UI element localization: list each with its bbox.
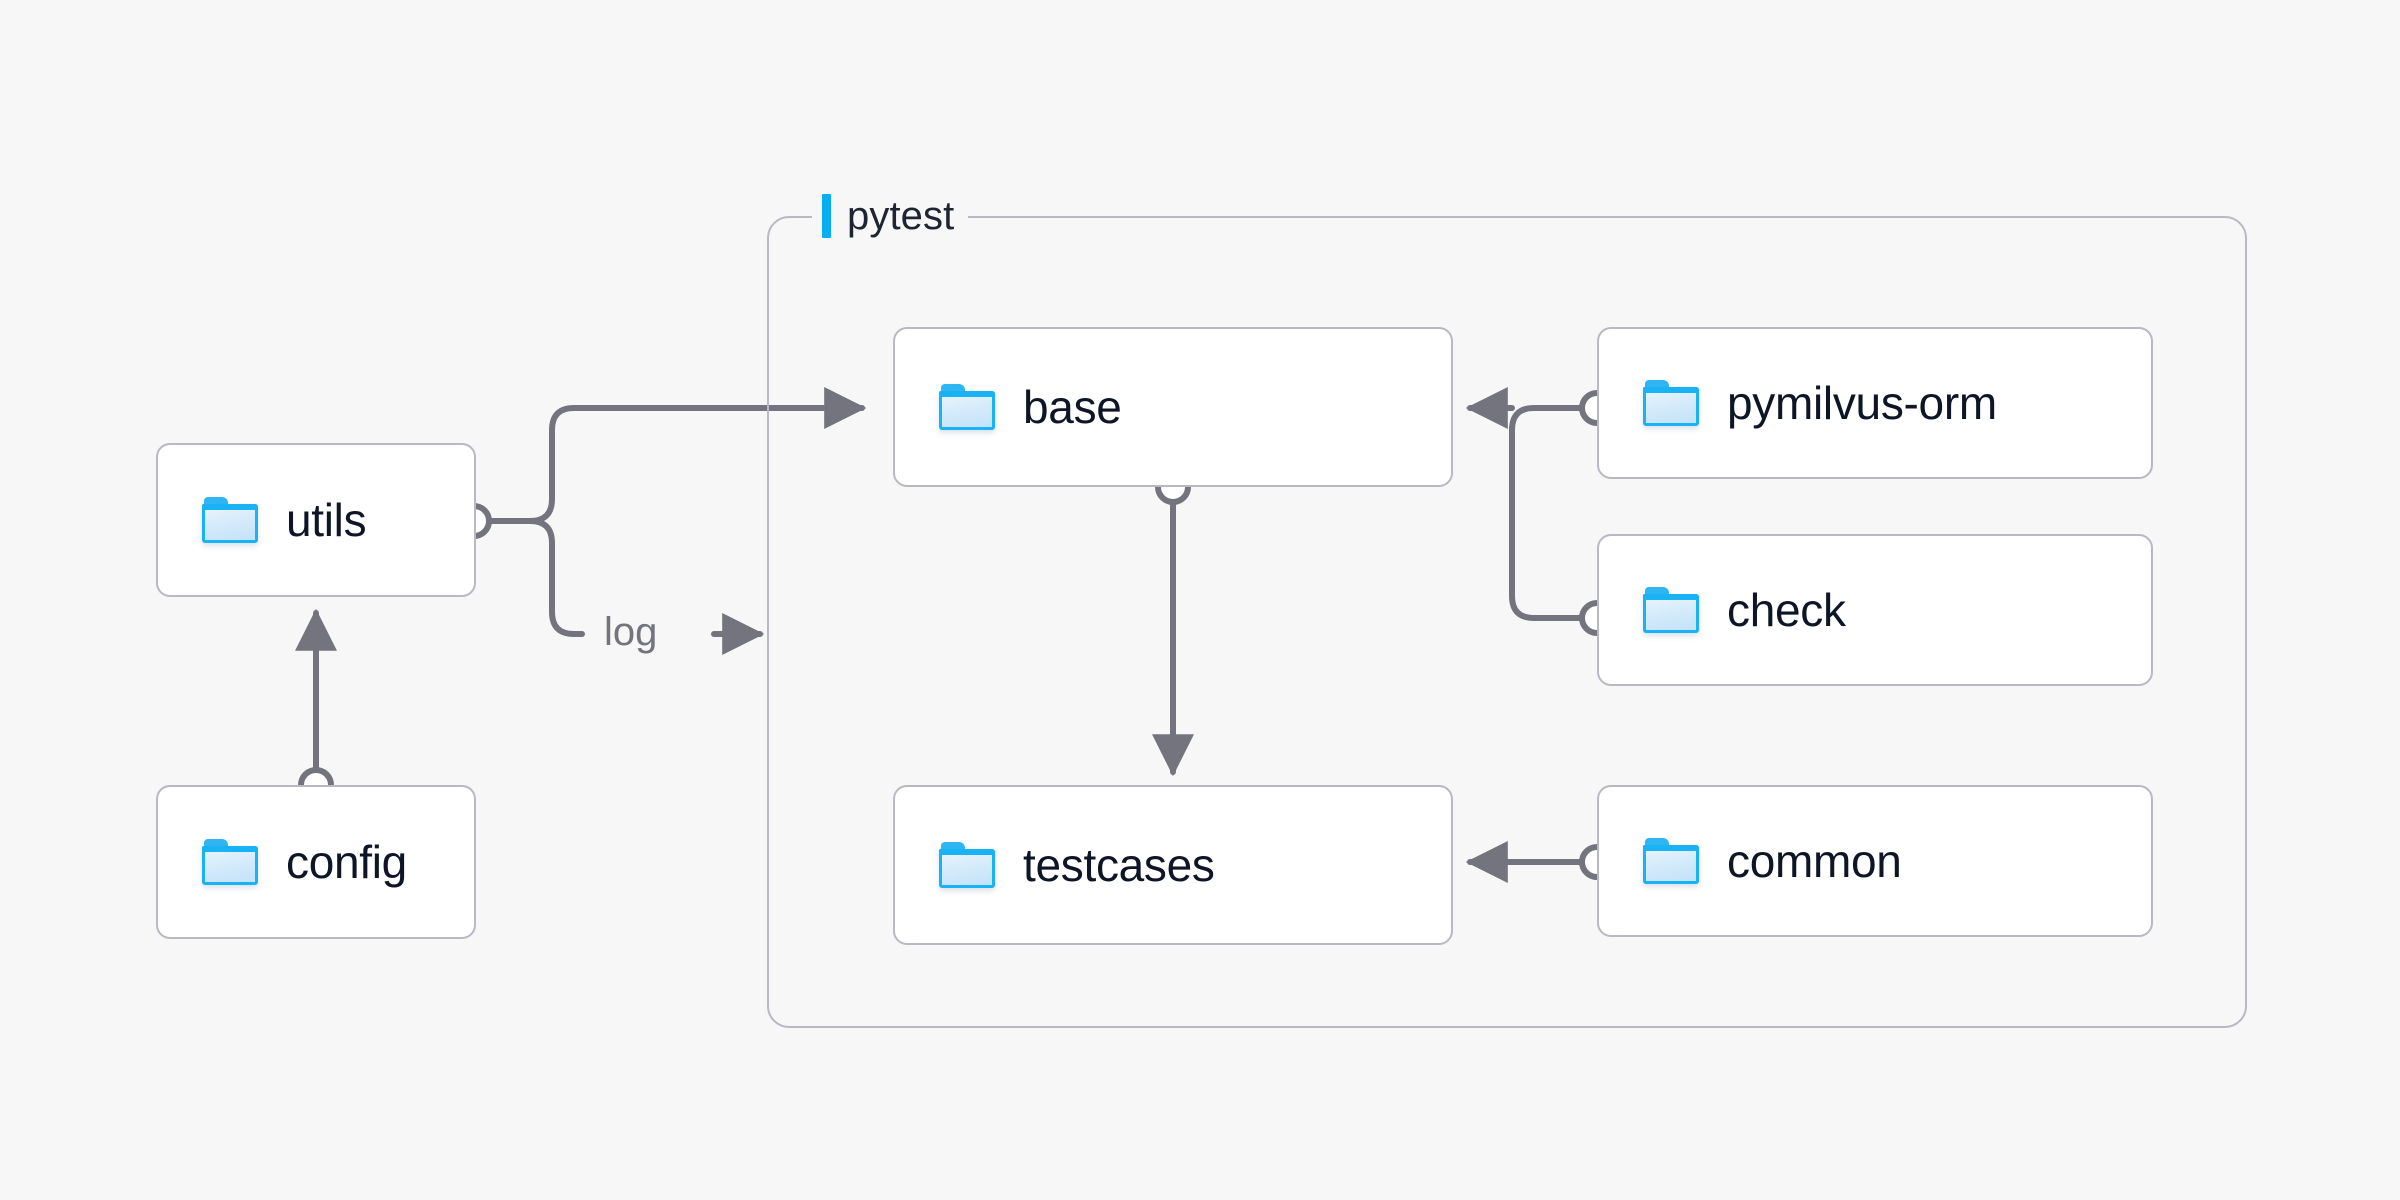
node-base[interactable]: base xyxy=(893,327,1453,487)
folder-icon xyxy=(939,842,995,888)
node-utils[interactable]: utils xyxy=(156,443,476,597)
node-check[interactable]: check xyxy=(1597,534,2153,686)
folder-icon xyxy=(202,839,258,885)
folder-icon xyxy=(939,384,995,430)
folder-icon xyxy=(1643,838,1699,884)
pytest-group-label: pytest xyxy=(847,194,955,238)
node-config[interactable]: config xyxy=(156,785,476,939)
folder-icon xyxy=(202,497,258,543)
node-pymilvus-orm[interactable]: pymilvus-orm xyxy=(1597,327,2153,479)
pytest-group-container[interactable] xyxy=(767,216,2247,1028)
folder-icon xyxy=(1643,380,1699,426)
node-testcases[interactable]: testcases xyxy=(893,785,1453,945)
node-label-pymilvus-orm: pymilvus-orm xyxy=(1727,377,1997,429)
node-common[interactable]: common xyxy=(1597,785,2153,937)
node-label-config: config xyxy=(286,836,407,888)
node-label-check: check xyxy=(1727,584,1846,636)
node-label-testcases: testcases xyxy=(1023,839,1215,891)
group-accent-bar xyxy=(822,194,831,238)
pytest-group-label-wrap: pytest xyxy=(812,188,969,244)
edge-label-log: log xyxy=(604,610,658,654)
node-label-utils: utils xyxy=(286,494,367,546)
node-label-common: common xyxy=(1727,835,1902,887)
folder-icon xyxy=(1643,587,1699,633)
edge-utils-to-pytest-log xyxy=(489,518,585,637)
node-label-base: base xyxy=(1023,381,1122,433)
